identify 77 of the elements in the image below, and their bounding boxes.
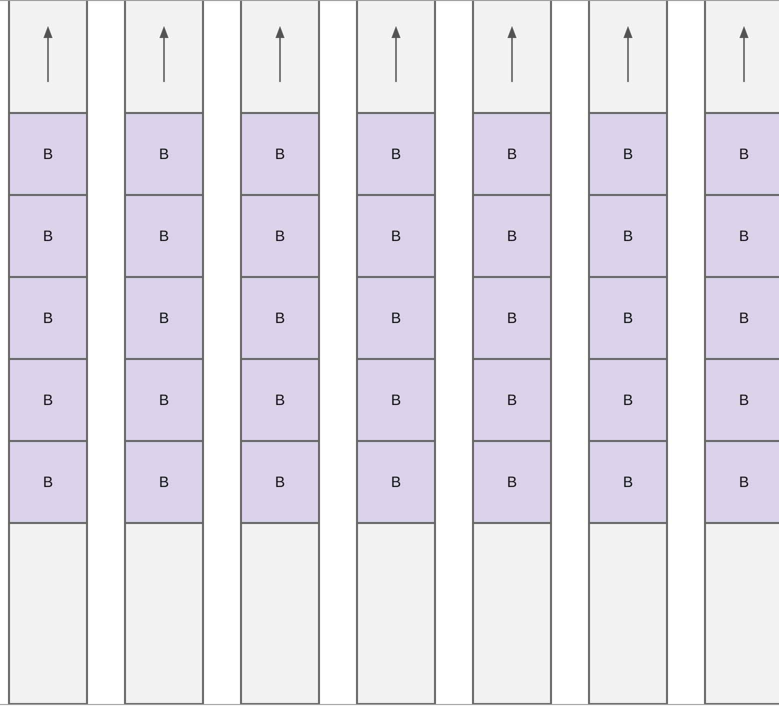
block-label: B <box>158 310 169 326</box>
block-box <box>356 440 436 524</box>
block-box <box>8 440 88 524</box>
block-box <box>704 194 779 278</box>
block-label: B <box>622 392 633 408</box>
block-label: B <box>390 146 401 162</box>
block-box <box>472 358 552 442</box>
block-box <box>240 112 320 196</box>
block-box <box>356 112 436 196</box>
block-label: B <box>738 392 749 408</box>
block-box <box>588 194 668 278</box>
block-label: B <box>390 392 401 408</box>
block-label: B <box>738 228 749 244</box>
column-box <box>704 0 779 705</box>
block-box <box>8 112 88 196</box>
column-box <box>240 0 320 705</box>
block-label: B <box>506 392 517 408</box>
column-box <box>356 0 436 705</box>
block-box <box>704 358 779 442</box>
block-label: B <box>738 310 749 326</box>
block-label: B <box>42 474 53 490</box>
block-label: B <box>738 474 749 490</box>
block-box <box>704 276 779 360</box>
block-box <box>8 358 88 442</box>
block-box <box>356 358 436 442</box>
block-label: B <box>158 474 169 490</box>
block-box <box>240 358 320 442</box>
block-box <box>472 112 552 196</box>
block-label: B <box>738 146 749 162</box>
block-label: B <box>390 310 401 326</box>
column-box <box>124 0 204 705</box>
block-box <box>704 112 779 196</box>
block-box <box>240 276 320 360</box>
block-box <box>124 276 204 360</box>
block-box <box>8 194 88 278</box>
block-label: B <box>274 146 285 162</box>
block-label: B <box>274 474 285 490</box>
block-box <box>588 112 668 196</box>
column-box <box>588 0 668 705</box>
block-label: B <box>158 392 169 408</box>
block-box <box>356 276 436 360</box>
block-label: B <box>158 228 169 244</box>
block-box <box>472 194 552 278</box>
block-label: B <box>622 310 633 326</box>
block-box <box>240 440 320 524</box>
block-box <box>588 358 668 442</box>
block-label: B <box>506 146 517 162</box>
block-label: B <box>506 474 517 490</box>
block-label: B <box>390 228 401 244</box>
block-box <box>356 194 436 278</box>
block-box <box>240 194 320 278</box>
column-box <box>8 0 88 705</box>
block-box <box>124 194 204 278</box>
block-label: B <box>274 392 285 408</box>
column-box <box>472 0 552 705</box>
block-label: B <box>42 392 53 408</box>
block-box <box>124 440 204 524</box>
block-label: B <box>274 310 285 326</box>
block-label: B <box>506 310 517 326</box>
block-label: B <box>158 146 169 162</box>
block-box <box>124 112 204 196</box>
block-box <box>588 440 668 524</box>
block-label: B <box>390 474 401 490</box>
block-label: B <box>42 146 53 162</box>
block-label: B <box>622 474 633 490</box>
block-label: B <box>42 310 53 326</box>
block-box <box>588 276 668 360</box>
block-label: B <box>42 228 53 244</box>
block-box <box>472 276 552 360</box>
block-box <box>472 440 552 524</box>
block-label: B <box>622 228 633 244</box>
block-box <box>704 440 779 524</box>
block-label: B <box>274 228 285 244</box>
block-label: B <box>506 228 517 244</box>
block-label: B <box>622 146 633 162</box>
block-box <box>124 358 204 442</box>
block-box <box>8 276 88 360</box>
